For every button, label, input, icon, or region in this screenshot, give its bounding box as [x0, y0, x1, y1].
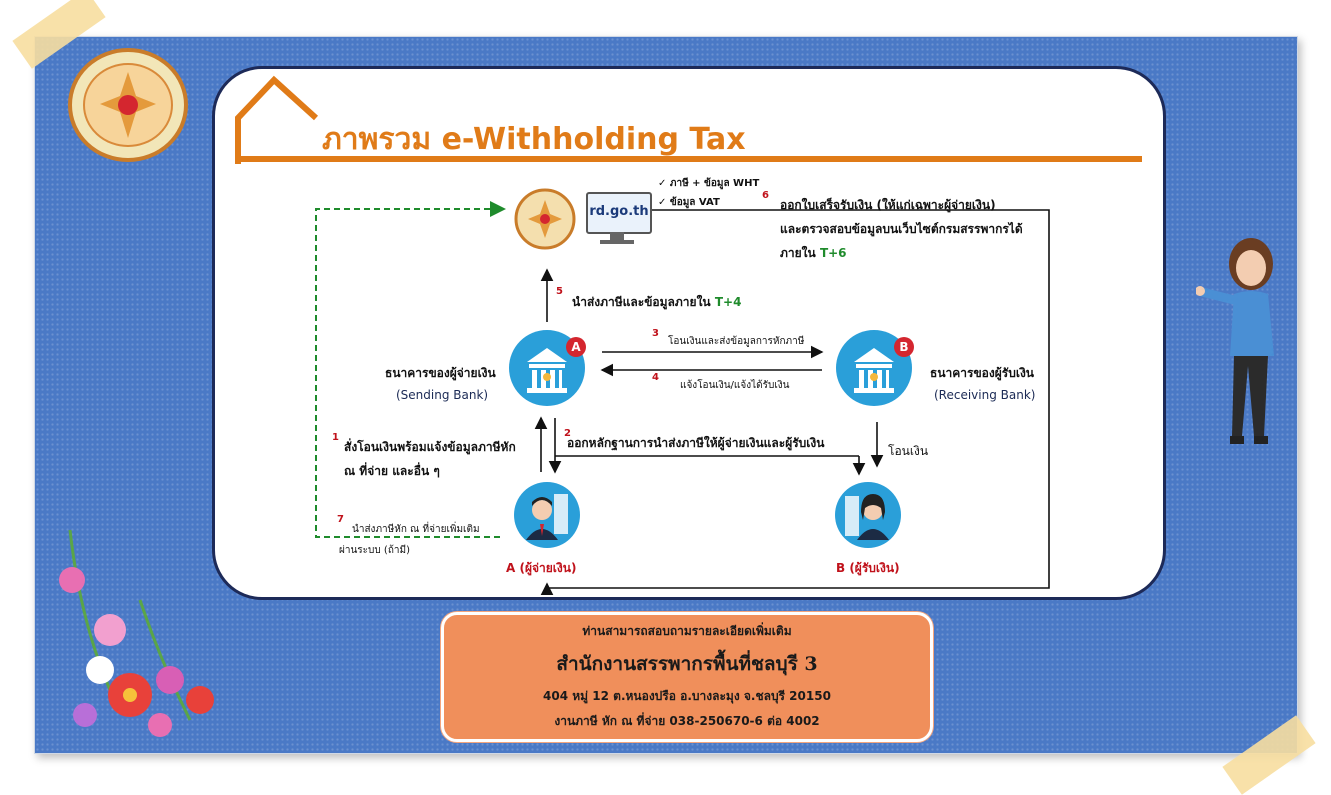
- flower-decoration: [59, 529, 214, 737]
- step7-line1: นำส่งภาษีหัก ณ ที่จ่ายเพิ่มเติม: [352, 524, 480, 535]
- monitor-stand: [610, 232, 624, 240]
- check-item: ✓ ข้อมูล VAT: [658, 197, 720, 208]
- payee-avatar: [835, 482, 901, 548]
- step5-deadline: T+4: [714, 295, 742, 309]
- step6-line1: ออกใบเสร็จรับเงิน (ให้แก่เฉพาะผู้จ่ายเงิ…: [780, 198, 996, 212]
- step-number: 7: [337, 514, 344, 525]
- step-number: 2: [564, 428, 571, 439]
- rd-logo-icon: [514, 188, 576, 250]
- businessman-icon: [526, 494, 568, 540]
- contact-line1: ท่านสามารถสอบถามรายละเอียดเพิ่มเติม: [582, 624, 792, 638]
- sending-bank-badge: A: [566, 337, 586, 357]
- step1-line2: ณ ที่จ่าย และอื่น ๆ: [344, 464, 440, 478]
- office-address: 404 หมู่ 12 ต.หนองปรือ อ.บางละมุง จ.ชลบุ…: [543, 689, 831, 703]
- check-label: ภาษี + ข้อมูล WHT: [669, 178, 760, 189]
- website-label[interactable]: rd.go.th: [589, 204, 649, 219]
- payer-avatar: [514, 482, 580, 548]
- step-number: 1: [332, 432, 339, 443]
- check-label: ข้อมูล VAT: [669, 197, 720, 208]
- step3-text: โอนเงินและส่งข้อมูลการหักภาษี: [668, 336, 805, 347]
- receiving-bank-badge: B: [894, 337, 914, 357]
- step6-deadline: T+6: [819, 246, 847, 260]
- payer-label: A (ผู้จ่ายเงิน): [506, 561, 577, 575]
- monitor-icon: rd.go.th: [586, 192, 652, 234]
- receiving-bank-en: (Receiving Bank): [934, 388, 1036, 402]
- receiving-bank-name: ธนาคารของผู้รับเงิน: [930, 366, 1035, 380]
- check-item: ✓ ภาษี + ข้อมูล WHT: [658, 178, 760, 189]
- step-number: 3: [652, 328, 659, 339]
- step6-line3: ภายใน T+6: [780, 244, 847, 263]
- step-number: 5: [556, 286, 563, 297]
- office-name: สำนักงานสรรพากรพื้นที่ชลบุรี 3: [556, 653, 818, 675]
- step-number: 6: [762, 190, 769, 201]
- step-number: 4: [652, 372, 659, 383]
- step4-text: แจ้งโอนเงิน/แจ้งได้รับเงิน: [680, 380, 790, 391]
- diagram-card: [212, 66, 1166, 600]
- step5-label: นำส่งภาษีและข้อมูลภายใน T+4: [572, 293, 741, 312]
- step6-line2: และตรวจสอบข้อมูลบนเว็บไซต์กรมสรรพากรได้: [780, 222, 1023, 236]
- sending-bank-en: (Sending Bank): [396, 388, 489, 402]
- bank-building-icon: [527, 348, 567, 393]
- contact-info-box: ท่านสามารถสอบถามรายละเอียดเพิ่มเติม สำนั…: [441, 612, 933, 742]
- step1-line1: สั่งโอนเงินพร้อมแจ้งข้อมูลภาษีหัก: [344, 440, 516, 454]
- presenter-illustration: [1196, 238, 1274, 444]
- step7-line2: ผ่านระบบ (ถ้ามี): [339, 545, 410, 556]
- payee-label: B (ผู้รับเงิน): [836, 561, 900, 575]
- sending-bank-name: ธนาคารของผู้จ่ายเงิน: [385, 366, 496, 380]
- office-phone: งานภาษี หัก ณ ที่จ่าย 038-250670-6 ต่อ 4…: [554, 714, 820, 728]
- step2-text: ออกหลักฐานการนำส่งภาษีให้ผู้จ่ายเงินและผ…: [567, 436, 825, 450]
- monitor-base: [600, 240, 634, 244]
- transfer-label: โอนเงิน: [888, 444, 929, 458]
- step5-text: นำส่งภาษีและข้อมูลภายใน: [572, 295, 711, 309]
- house-outline-icon: [235, 75, 1142, 164]
- step6-within: ภายใน: [780, 246, 816, 260]
- bank-building-icon: [854, 348, 894, 393]
- businesswoman-icon: [845, 494, 889, 540]
- page-title: ภาพรวม e-Withholding Tax: [322, 122, 746, 157]
- revenue-department-seal: [68, 48, 188, 162]
